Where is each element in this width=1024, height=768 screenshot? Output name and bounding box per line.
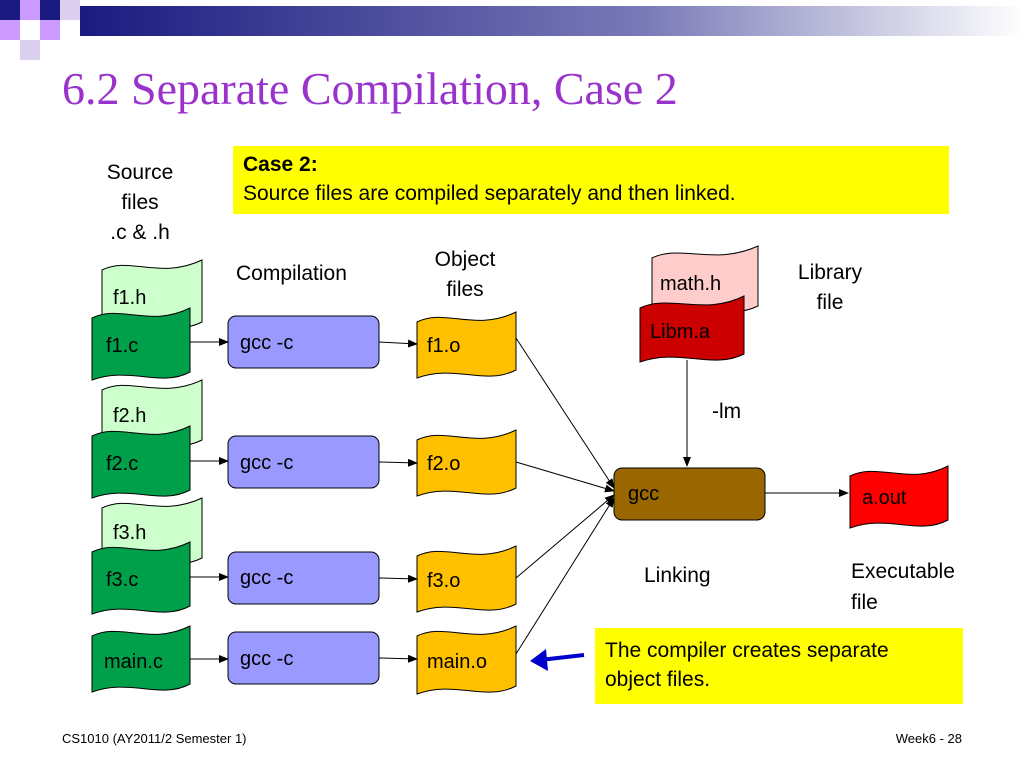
footer-course: CS1010 (AY2011/2 Semester 1)	[62, 731, 247, 746]
header-file-label: f3.h	[113, 522, 146, 544]
header-file-label: f1.h	[113, 287, 146, 309]
source-file-f3c	[91, 541, 191, 615]
object-file-f1o	[416, 311, 517, 379]
link-arrow	[515, 337, 615, 489]
object-file-f3o	[416, 545, 517, 613]
pointer-arrow-icon	[539, 653, 585, 662]
header-bar	[80, 6, 1024, 36]
compile-command-label: gcc -c	[240, 452, 293, 474]
object-files-label: Object files	[434, 248, 496, 301]
case-heading: Case 2:	[243, 153, 318, 176]
case-box: Case 2: Source files are compiled separa…	[233, 146, 949, 214]
slide-title: 6.2 Separate Compilation, Case 2	[62, 63, 678, 114]
arrow	[378, 339, 418, 348]
deco-square	[60, 0, 80, 20]
deco-square	[0, 0, 20, 20]
deco-square	[40, 0, 60, 20]
source-file-mainc	[91, 625, 191, 693]
compile-command-label: gcc -c	[240, 648, 293, 670]
arrow	[378, 574, 418, 583]
deco-square	[20, 0, 40, 20]
pointer-arrowhead-icon	[530, 649, 548, 671]
compilation-label: Compilation	[236, 262, 347, 285]
source-file-label: f1.c	[106, 335, 138, 357]
source-file-label: f2.c	[106, 453, 138, 475]
library-header-label: math.h	[660, 273, 721, 295]
compile-command-label: gcc -c	[240, 567, 293, 589]
source-files-label: Source files .c & .h	[106, 161, 174, 244]
library-archive-label: Libm.a	[650, 321, 711, 343]
case-text: Source files are compiled separately and…	[243, 182, 736, 205]
deco-square	[20, 40, 40, 60]
object-file-maino	[416, 625, 517, 695]
arrow	[378, 654, 418, 663]
object-file-label: f2.o	[427, 453, 460, 475]
linker-label: gcc	[628, 483, 659, 505]
note-box: The compiler creates separate object fil…	[595, 628, 963, 704]
header-decoration	[0, 0, 1024, 60]
note-line: object files.	[605, 668, 711, 691]
link-arrow	[515, 461, 615, 493]
link-arrow	[515, 494, 615, 579]
compile-command-label: gcc -c	[240, 332, 293, 354]
source-file-label: f3.c	[106, 569, 138, 591]
object-file-f2o	[416, 429, 517, 497]
footer-page: Week6 - 28	[895, 731, 962, 746]
deco-square	[0, 20, 20, 40]
executable-label: a.out	[862, 487, 907, 509]
source-file-f1c	[91, 307, 191, 381]
header-file-label: f2.h	[113, 405, 146, 427]
arrow	[378, 458, 418, 467]
executable-file-aout	[849, 465, 949, 529]
note-line: The compiler creates separate	[605, 639, 889, 662]
linker-box	[613, 467, 766, 521]
object-file-label: main.o	[427, 651, 487, 673]
deco-square	[40, 20, 60, 40]
linking-label: Linking	[644, 564, 711, 587]
object-file-label: f1.o	[427, 335, 460, 357]
link-arrow	[515, 497, 615, 655]
executable-file-label: Executable file	[851, 560, 955, 614]
library-file-label: Library file	[797, 261, 863, 314]
source-file-label: main.c	[104, 651, 163, 673]
source-file-f2c	[91, 425, 191, 499]
object-file-label: f3.o	[427, 570, 460, 592]
library-archive-libm	[639, 295, 745, 363]
lm-flag-label: -lm	[712, 400, 742, 423]
